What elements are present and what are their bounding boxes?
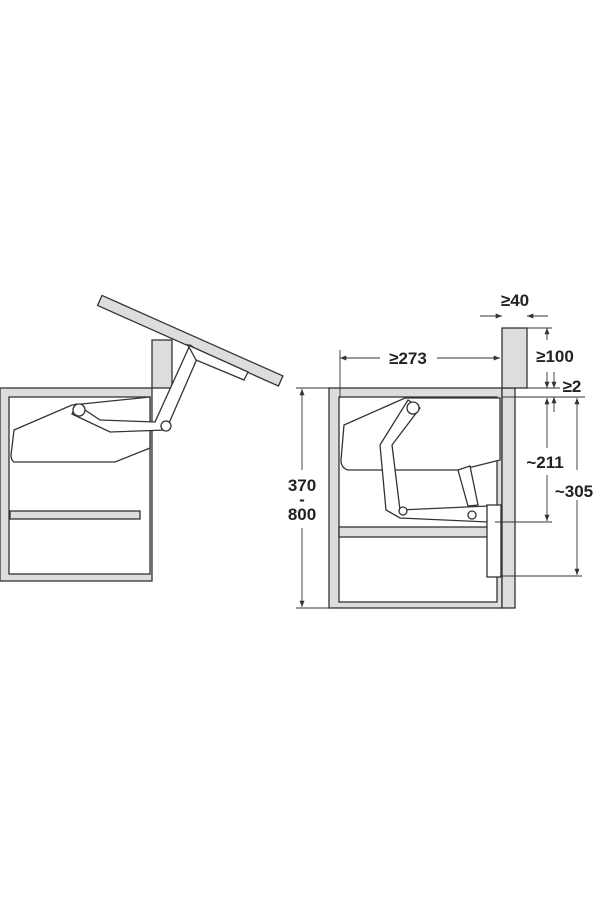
dim-mount-label: ~305 xyxy=(555,482,593,501)
dim-height-max-label: 800 xyxy=(288,505,316,524)
pivot-left xyxy=(72,403,86,417)
dim-fitting-label: ~211 xyxy=(526,453,563,472)
dim-gap-label: ≥2 xyxy=(563,377,582,396)
flap-bracket-left xyxy=(186,343,249,381)
closed-flap-view xyxy=(328,327,528,609)
cabinet-right-shelf xyxy=(338,526,490,538)
door-bracket-right xyxy=(486,504,502,578)
dim-width-label: ≥273 xyxy=(389,349,427,368)
dim-height-sep: - xyxy=(299,490,305,509)
dim-panel-label: ≥40 xyxy=(501,291,529,310)
pivot-right xyxy=(406,401,420,415)
open-flap-view xyxy=(0,294,284,582)
cabinet-right-top-panel xyxy=(501,327,528,389)
cabinet-right-side-panel xyxy=(501,387,516,609)
joint-right xyxy=(398,506,408,516)
dim-height-min-label: 370 xyxy=(288,476,316,495)
cabinet-left-shelf xyxy=(9,510,141,520)
joint-left xyxy=(160,420,172,432)
fitting-strut-right xyxy=(457,465,479,507)
cabinet-left-top-panel xyxy=(151,339,173,389)
dim-top-label: ≥100 xyxy=(536,347,574,366)
joint-right-2 xyxy=(467,510,477,520)
dimensions: ≥273 ≥40 ≥100 ≥2 ~211 ~305 370 - 800 xyxy=(288,291,593,609)
